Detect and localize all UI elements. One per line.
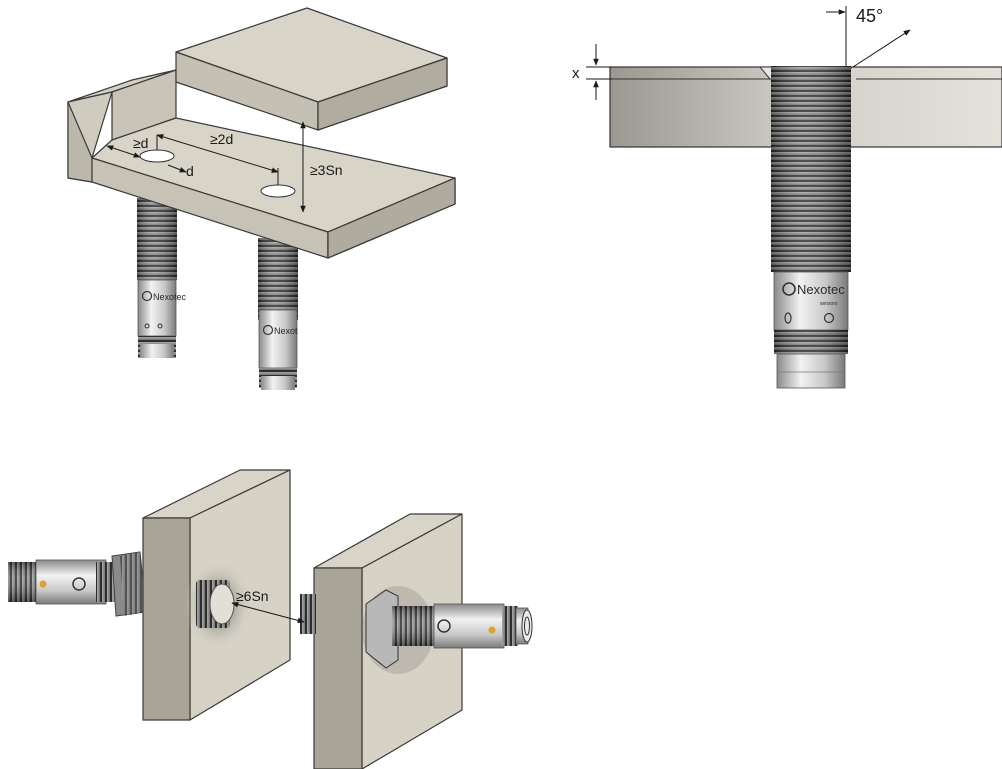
sensor-c-right bbox=[392, 603, 533, 649]
figure-a-flush-mounting: Nexotec Nexot bbox=[67, 7, 456, 390]
sensor-c-right-rear-thread bbox=[300, 594, 316, 634]
section-brand: Nexotec bbox=[797, 282, 845, 297]
dimension-lines-b bbox=[586, 6, 911, 100]
l-bracket bbox=[67, 69, 456, 259]
label-diameter: d bbox=[186, 163, 194, 179]
dimension-line-c bbox=[231, 601, 305, 624]
label-gap-height: ≥3Sn bbox=[310, 162, 343, 178]
label-gap: ≥6Sn bbox=[236, 588, 269, 604]
label-spacing-edge: ≥d bbox=[133, 135, 148, 151]
sensor-left: Nexotec bbox=[137, 198, 187, 358]
sensor-c-left bbox=[8, 551, 147, 617]
sensor-left-brand: Nexotec bbox=[153, 292, 187, 302]
figure-c-opposed-mounting: ≥6Sn bbox=[8, 469, 533, 769]
label-depth: x bbox=[572, 65, 580, 82]
hole-left bbox=[139, 149, 175, 163]
hex-nut bbox=[365, 589, 399, 669]
sensor-right: Nexot bbox=[258, 238, 298, 390]
label-angle: 45° bbox=[856, 6, 883, 26]
hole-right bbox=[260, 184, 296, 198]
target-plate bbox=[175, 7, 448, 131]
section-housing bbox=[773, 271, 849, 331]
section-brand-sub: sensors bbox=[820, 301, 838, 307]
label-spacing-between: ≥2d bbox=[210, 131, 233, 147]
sensor-right-brand: Nexot bbox=[274, 326, 298, 336]
figure-b-embedding-detail: Nexotec sensors 45° x bbox=[572, 6, 1002, 389]
dimension-lines-a bbox=[106, 121, 306, 213]
